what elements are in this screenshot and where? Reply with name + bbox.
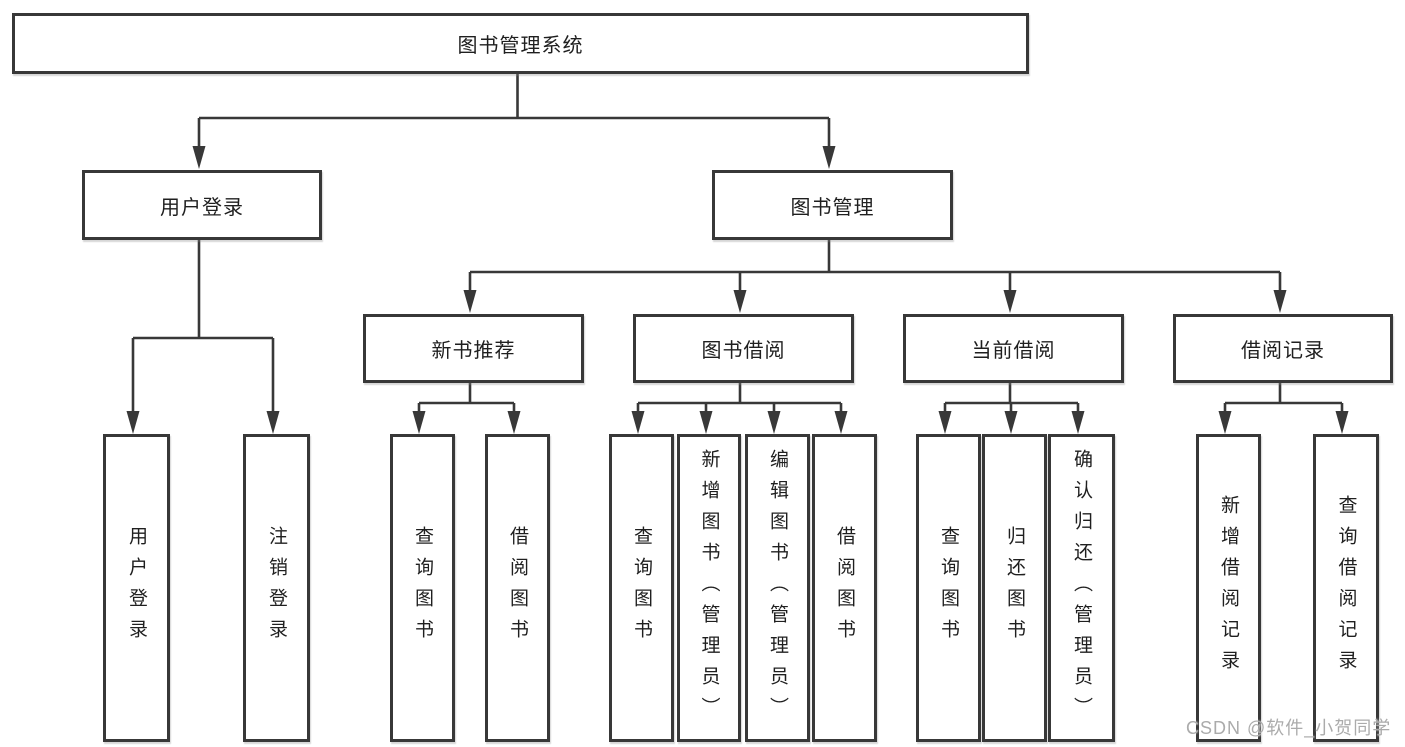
arrowhead-icon <box>822 146 836 169</box>
leaf-user-login: 用户登录 <box>103 434 170 742</box>
arrowhead-icon <box>507 411 521 434</box>
node-new-books-label: 新书推荐 <box>431 340 516 362</box>
arrowhead-icon <box>412 411 426 434</box>
leaf-records-add-label: 新增借阅记录 <box>1218 495 1239 681</box>
leaf-user-login-label: 用户登录 <box>126 526 147 650</box>
leaf-current-confirm: 确认归还（管理员） <box>1048 434 1115 742</box>
arrowhead-icon <box>266 411 280 434</box>
leaf-borrow-borrow: 借阅图书 <box>812 434 877 742</box>
leaf-current-query-label: 查询图书 <box>938 526 959 650</box>
leaf-current-return: 归还图书 <box>982 434 1047 742</box>
leaf-logout: 注销登录 <box>243 434 310 742</box>
leaf-logout-label: 注销登录 <box>266 526 287 650</box>
arrowhead-icon <box>938 411 952 434</box>
node-borrow-records-label: 借阅记录 <box>1241 340 1325 362</box>
leaf-newbooks-query-label: 查询图书 <box>412 526 433 650</box>
leaf-borrow-edit-label: 编辑图书（管理员） <box>767 448 788 728</box>
node-book-manage: 图书管理 <box>712 170 953 240</box>
arrowhead-icon <box>834 411 848 434</box>
arrowhead-icon <box>1273 290 1287 313</box>
arrowhead-icon <box>631 411 645 434</box>
node-root-label: 图书管理系统 <box>457 35 584 57</box>
node-current-borrow: 当前借阅 <box>903 314 1124 383</box>
leaf-current-confirm-label: 确认归还（管理员） <box>1071 448 1092 728</box>
leaf-borrow-add-label: 新增图书（管理员） <box>698 448 720 728</box>
leaf-borrow-edit: 编辑图书（管理员） <box>745 434 810 742</box>
arrowhead-icon <box>1003 290 1017 313</box>
leaf-borrow-query-label: 查询图书 <box>631 526 652 650</box>
leaf-current-return-label: 归还图书 <box>1004 526 1025 650</box>
leaf-newbooks-query: 查询图书 <box>390 434 455 742</box>
node-user-login-label: 用户登录 <box>160 196 244 219</box>
leaf-borrow-borrow-label: 借阅图书 <box>834 526 855 650</box>
arrowhead-icon <box>1004 411 1018 434</box>
leaf-records-add: 新增借阅记录 <box>1196 434 1261 742</box>
watermark: CSDN @软件_小贺同学 <box>1186 718 1392 738</box>
arrowhead-icon <box>733 290 747 313</box>
leaf-borrow-add: 新增图书（管理员） <box>677 434 741 742</box>
leaf-current-query: 查询图书 <box>916 434 981 742</box>
node-borrow-records: 借阅记录 <box>1173 314 1393 383</box>
node-current-borrow-label: 当前借阅 <box>971 340 1056 362</box>
leaf-newbooks-borrow: 借阅图书 <box>485 434 550 742</box>
arrowhead-icon <box>192 146 206 169</box>
arrowhead-icon <box>1071 411 1085 434</box>
node-book-manage-label: 图书管理 <box>790 196 875 219</box>
leaf-newbooks-borrow-label: 借阅图书 <box>507 526 528 650</box>
leaf-records-query-label: 查询借阅记录 <box>1335 495 1357 681</box>
leaf-records-query: 查询借阅记录 <box>1313 434 1379 742</box>
arrowhead-icon <box>767 411 781 434</box>
arrowhead-icon <box>1218 411 1232 434</box>
node-user-login: 用户登录 <box>82 170 322 240</box>
node-book-borrow-label: 图书借阅 <box>701 340 786 362</box>
node-new-books: 新书推荐 <box>363 314 584 383</box>
node-book-borrow: 图书借阅 <box>633 314 854 383</box>
arrowhead-icon <box>126 411 140 434</box>
node-root: 图书管理系统 <box>12 13 1029 74</box>
arrowhead-icon <box>463 290 477 313</box>
arrowhead-icon <box>699 411 713 434</box>
arrowhead-icon <box>1335 411 1349 434</box>
leaf-borrow-query: 查询图书 <box>609 434 674 742</box>
